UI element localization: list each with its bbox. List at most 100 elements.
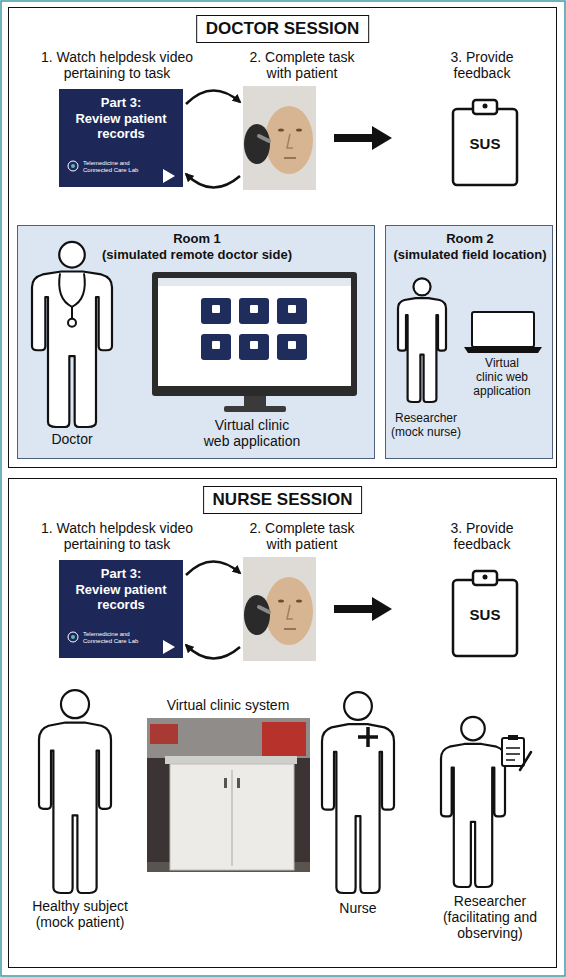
video-part: Part 3: bbox=[63, 567, 179, 582]
room-subtitle: (simulated field location) bbox=[388, 248, 552, 263]
text-slot: Room 2 bbox=[388, 232, 552, 247]
app-tile bbox=[277, 334, 307, 360]
app-tile-icon bbox=[250, 341, 258, 349]
clipboard-icon-clip bbox=[508, 735, 518, 740]
video-title: Review patient records bbox=[66, 583, 176, 613]
label-slot: 2. Complete task with patient bbox=[245, 520, 360, 552]
text-slot: Virtual clinic web application bbox=[472, 357, 532, 398]
lab-logo-text: Telemedicine and Connected Care Lab bbox=[83, 160, 141, 173]
photo-red-equipment bbox=[262, 722, 306, 756]
clipboard-clip bbox=[473, 571, 497, 585]
label-slot: Nurse bbox=[328, 900, 388, 916]
label-slot: Healthy subject (mock patient) bbox=[25, 898, 135, 930]
doctor-figure-head bbox=[59, 242, 85, 268]
figure-label: Doctor bbox=[32, 431, 112, 447]
app-tile bbox=[201, 298, 231, 324]
gloved-hand bbox=[244, 124, 270, 164]
cabinet-top bbox=[165, 756, 297, 764]
nurse-figure-head bbox=[344, 692, 372, 720]
label-slot: 1. Watch helpdesk video pertaining to ta… bbox=[32, 49, 202, 81]
video-thumbnail: Part 3:Review patient recordsTelemedicin… bbox=[59, 89, 183, 187]
clipboard-hole bbox=[483, 575, 488, 580]
sus-text: SUS bbox=[451, 135, 519, 152]
step-label: 1. Watch helpdesk video pertaining to ta… bbox=[32, 520, 202, 552]
sus-clipboard: SUS bbox=[449, 97, 521, 187]
room-title: Room 2 bbox=[388, 232, 552, 247]
monitor-base bbox=[224, 406, 286, 412]
video-part: Part 3: bbox=[63, 96, 179, 111]
cabinet-handle bbox=[237, 778, 240, 788]
cycle-arrow bbox=[186, 645, 240, 659]
mannequin-nose bbox=[287, 134, 293, 148]
text-slot: DOCTOR SESSION bbox=[196, 15, 370, 43]
mannequin-mouth bbox=[284, 157, 296, 159]
nurse-figure-body bbox=[322, 724, 394, 893]
laptop-base bbox=[464, 347, 542, 353]
photo-background bbox=[147, 718, 310, 872]
lab-logo-dot bbox=[71, 635, 75, 639]
app-tile-icon bbox=[250, 305, 258, 313]
photo-label: Virtual clinic system bbox=[148, 697, 308, 713]
app-tile-icon bbox=[288, 305, 296, 313]
photo-background bbox=[243, 86, 316, 190]
otoscope bbox=[259, 136, 269, 141]
video-title: Review patient records bbox=[66, 112, 176, 142]
monitor-screen bbox=[158, 278, 351, 386]
play-icon bbox=[163, 169, 175, 183]
mannequin-eye bbox=[296, 599, 302, 602]
laptop-screen bbox=[472, 312, 534, 347]
room-box: Room 2(simulated field location) Virtual … bbox=[385, 225, 553, 459]
photo-wall bbox=[147, 718, 310, 758]
text-slot: SUS bbox=[451, 606, 519, 623]
text-slot: Room 1 bbox=[47, 232, 347, 247]
researcher-figure-head bbox=[413, 278, 430, 295]
nurse-cross bbox=[358, 727, 378, 747]
room-subtitle: (simulated remote doctor side) bbox=[47, 248, 347, 263]
video-thumbnail: Part 3:Review patient recordsTelemedicin… bbox=[59, 560, 183, 658]
app-tile bbox=[239, 298, 269, 324]
text-slot: Researcher (mock nurse) bbox=[386, 412, 466, 440]
step-label: 3. Provide feedback bbox=[437, 520, 527, 552]
cabinet-body bbox=[170, 764, 294, 870]
gloved-hand bbox=[244, 595, 270, 635]
researcher-figure-body bbox=[441, 744, 505, 887]
mannequin-nose bbox=[287, 605, 293, 619]
room-box: Room 1(simulated remote doctor side) Doct… bbox=[17, 225, 375, 459]
figure-label: Healthy subject (mock patient) bbox=[25, 898, 135, 930]
monitor-neck bbox=[244, 396, 266, 407]
label-slot: Researcher (facilitating and observing) bbox=[434, 893, 546, 941]
app-tile bbox=[201, 334, 231, 360]
app-tile-icon bbox=[212, 305, 220, 313]
session-title: NURSE SESSION bbox=[213, 490, 353, 510]
text-slot: Review patient records bbox=[66, 112, 176, 142]
text-slot: (simulated remote doctor side) bbox=[47, 248, 347, 263]
text-slot: (simulated field location) bbox=[388, 248, 552, 263]
researcher-figure-head bbox=[461, 717, 485, 741]
text-slot: Telemedicine and Connected Care Lab bbox=[83, 160, 141, 173]
mannequin-face bbox=[265, 577, 313, 645]
label-slot: 3. Provide feedback bbox=[437, 49, 527, 81]
app-tile-icon bbox=[288, 341, 296, 349]
label-slot: 3. Provide feedback bbox=[437, 520, 527, 552]
room-title: Room 1 bbox=[47, 232, 347, 247]
play-icon bbox=[163, 640, 175, 654]
text-slot: NURSE SESSION bbox=[203, 486, 363, 514]
step-label: 2. Complete task with patient bbox=[245, 49, 360, 81]
pencil-icon bbox=[520, 752, 531, 770]
sus-text: SUS bbox=[451, 606, 519, 623]
figure-label: Nurse bbox=[328, 900, 388, 916]
mannequin-face bbox=[265, 106, 313, 174]
text-slot: Part 3: bbox=[63, 567, 179, 582]
cycle-arrow bbox=[186, 561, 240, 575]
device-label: Virtual clinic web application bbox=[472, 357, 532, 398]
photo-red-equipment bbox=[150, 724, 178, 744]
app-tile bbox=[239, 334, 269, 360]
mannequin-eye bbox=[278, 128, 284, 131]
text-slot: Virtual clinic web application bbox=[202, 417, 302, 449]
app-tile bbox=[277, 298, 307, 324]
patient-figure-head bbox=[61, 690, 89, 718]
photo-background bbox=[243, 557, 316, 661]
text-slot: SUS bbox=[451, 135, 519, 152]
clipboard-icon-lines bbox=[506, 748, 520, 760]
figure-label: Researcher (facilitating and observing) bbox=[434, 893, 546, 941]
